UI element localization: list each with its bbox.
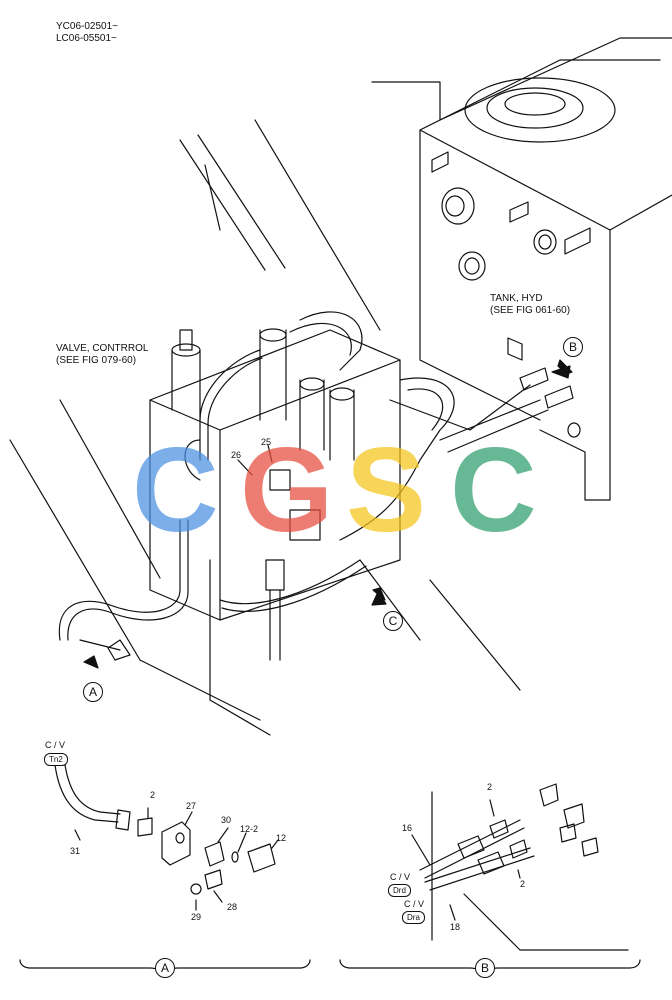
detail-a-part-30: 30 bbox=[221, 815, 232, 825]
watermark-letter-1: C bbox=[132, 423, 219, 557]
valve-label: VALVE, CONTRROL bbox=[56, 343, 149, 354]
detail-b-cv-label-2: C / V bbox=[404, 899, 425, 909]
detail-a-part-12-2: 12-2 bbox=[240, 824, 259, 834]
detail-a-part-28: 28 bbox=[227, 902, 238, 912]
view-arrows bbox=[83, 359, 573, 669]
tank-fig-ref: (SEE FIG 061-60) bbox=[490, 305, 571, 316]
detail-b-port-drd: Drd bbox=[388, 884, 411, 897]
detail-a-part-27: 27 bbox=[186, 801, 197, 811]
view-marker-c: C bbox=[383, 611, 403, 631]
detail-b-port-dra: Dra bbox=[402, 911, 425, 924]
detail-a-part-31: 31 bbox=[70, 846, 81, 856]
leader-26 bbox=[237, 459, 253, 476]
callout-26: 26 bbox=[231, 450, 242, 460]
detail-b-drawing bbox=[339, 783, 641, 976]
detail-b-part-2-upper: 2 bbox=[487, 782, 493, 792]
watermark-letter-4: C bbox=[450, 423, 537, 557]
detail-a-drawing bbox=[19, 764, 311, 976]
detail-a-part-29: 29 bbox=[191, 912, 202, 922]
control-valve-drawing bbox=[149, 328, 401, 661]
detail-b-view-label: B bbox=[475, 958, 495, 978]
hydraulic-tank-drawing bbox=[371, 37, 672, 501]
detail-b-part-18: 18 bbox=[450, 922, 461, 932]
detail-a-port-tn2: Tn2 bbox=[44, 753, 68, 766]
watermark-letter-3: S bbox=[346, 423, 427, 557]
detail-a-part-12: 12 bbox=[276, 833, 287, 843]
detail-b-part-2-lower: 2 bbox=[520, 879, 526, 889]
leader-25 bbox=[267, 444, 273, 463]
valve-fig-ref: (SEE FIG 079-60) bbox=[56, 355, 137, 366]
callout-25: 25 bbox=[261, 437, 272, 447]
view-marker-b: B bbox=[563, 337, 583, 357]
serial-number-1: YC06-02501~ bbox=[56, 21, 118, 32]
detail-b-part-16: 16 bbox=[402, 823, 413, 833]
detail-b-cv-label-1: C / V bbox=[390, 872, 411, 882]
tank-label: TANK, HYD bbox=[490, 293, 543, 304]
detail-a-part-2: 2 bbox=[150, 790, 156, 800]
detail-a-view-label: A bbox=[155, 958, 175, 978]
machine-frame-lines bbox=[9, 119, 521, 736]
view-marker-a: A bbox=[83, 682, 103, 702]
detail-a-cv-label: C / V bbox=[45, 740, 66, 750]
watermark-letter-2: G bbox=[240, 423, 334, 557]
serial-number-2: LC06-05501~ bbox=[56, 33, 117, 44]
hose-lines bbox=[58, 311, 574, 661]
